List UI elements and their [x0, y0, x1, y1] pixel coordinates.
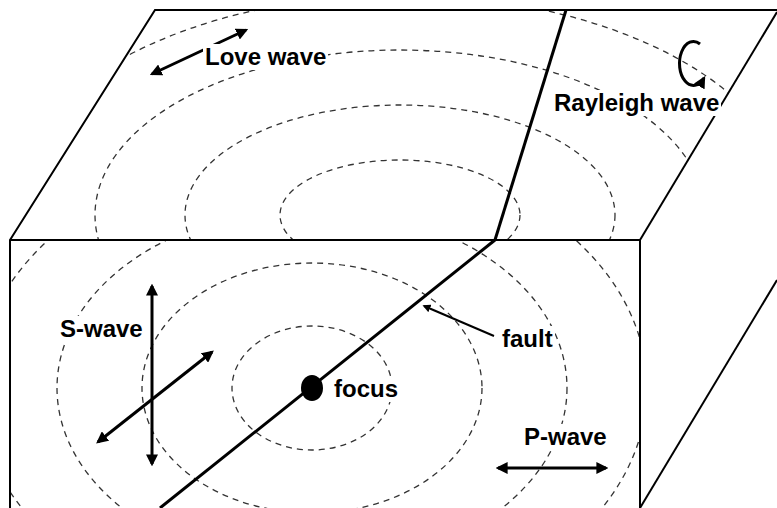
- fault-leader: [424, 306, 494, 336]
- wave-label: S-wave: [58, 316, 145, 342]
- p-arrow: [498, 467, 606, 470]
- fault-label: fault: [500, 326, 555, 352]
- wave-label: Rayleigh wave: [552, 90, 721, 116]
- fault-line: [160, 10, 566, 508]
- wavefronts-front: [10, 240, 640, 508]
- block-outline: [10, 10, 777, 508]
- focus-label: focus: [332, 376, 400, 402]
- wave-label: Love wave: [203, 44, 328, 70]
- wave-label: P-wave: [522, 424, 609, 450]
- s-diagonal-arrow: [98, 352, 212, 442]
- rayleigh-arrow: [679, 41, 704, 85]
- s-vertical-arrow: [151, 286, 154, 464]
- focus-dot: [301, 375, 323, 401]
